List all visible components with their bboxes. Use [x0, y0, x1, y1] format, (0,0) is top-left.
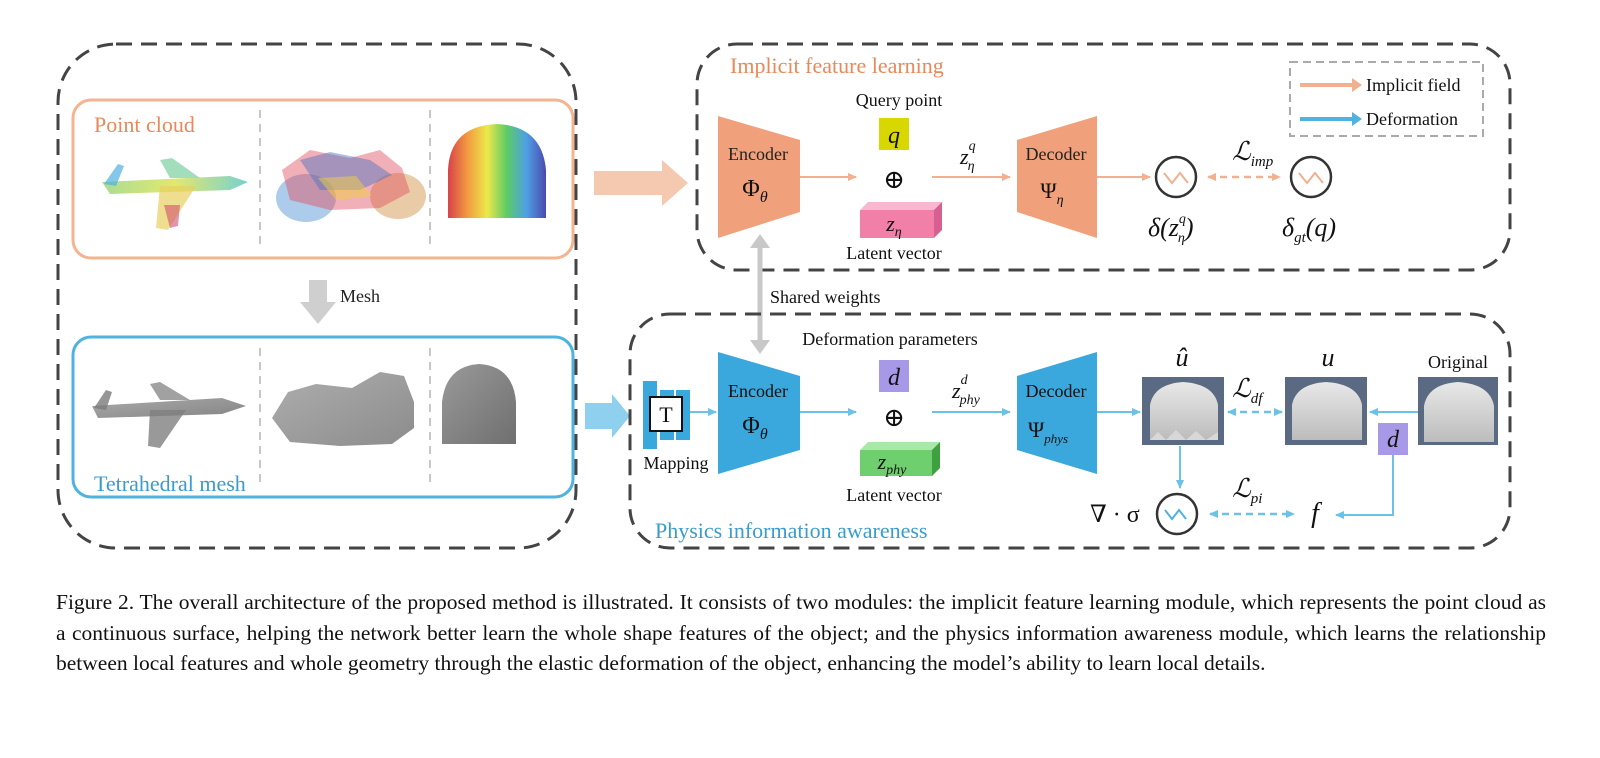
physics-latent-label: Latent vector: [846, 485, 941, 505]
concat-operator: ⊕: [883, 165, 905, 194]
mesh-arrow: [300, 280, 336, 324]
point-cloud-to-implicit-arrow: [594, 160, 688, 206]
motorbike-point-cloud: [276, 150, 426, 222]
u-hat-render: [1142, 377, 1224, 445]
figure-caption: Figure 2. The overall architecture of th…: [56, 590, 1546, 675]
u-render: [1285, 377, 1367, 445]
implicit-module-title: Implicit feature learning: [730, 53, 944, 78]
deformation-params-label: Deformation parameters: [802, 329, 977, 349]
tetrahedral-mesh-box: [71, 335, 575, 499]
gt-symbol: δgt(q): [1282, 213, 1336, 246]
legend-deformation-label: Deformation: [1366, 109, 1458, 129]
physics-decoder-label: Decoder: [1026, 381, 1087, 401]
u-hat-symbol: û: [1176, 343, 1189, 372]
physics-encoder: [718, 352, 800, 474]
point-cloud-label: Point cloud: [94, 112, 195, 137]
dome-point-cloud: [448, 124, 546, 218]
legend: [1289, 61, 1484, 137]
implicit-encoder-label: Encoder: [728, 144, 788, 164]
implicit-latent-label: Latent vector: [846, 243, 941, 263]
physics-concat-operator: ⊕: [883, 403, 905, 432]
architecture-diagram: Point cloud Mesh Tetrahedral mesh: [56, 42, 1512, 550]
loss-pi-symbol: ℒpi: [1232, 474, 1262, 507]
physics-module-title: Physics information awareness: [655, 518, 928, 543]
mapping-t-symbol: T: [659, 402, 673, 427]
dome-mesh: [442, 364, 516, 444]
z-phy-box: [860, 442, 940, 476]
query-point-label: Query point: [856, 90, 942, 110]
arrow-head: [750, 234, 770, 248]
arrow: [1335, 455, 1394, 519]
original-d-box: [1378, 423, 1408, 455]
implicit-encoder: [718, 116, 800, 238]
legend-arrow-head: [1352, 112, 1362, 126]
point-cloud-box: [71, 98, 575, 260]
implicit-decoder-label: Decoder: [1026, 144, 1087, 164]
q-symbol: q: [888, 123, 900, 149]
airplane-point-cloud: [102, 158, 248, 230]
tetrahedral-mesh-label: Tetrahedral mesh: [94, 471, 246, 496]
shared-weights-label: Shared weights: [770, 287, 880, 307]
original-render: [1418, 377, 1498, 445]
mesh-to-physics-arrow: [585, 394, 630, 438]
div-sigma-node: [1155, 492, 1199, 536]
f-symbol: f: [1311, 498, 1322, 529]
physics-module-border: [628, 312, 1512, 550]
physics-decoder: [1017, 352, 1097, 474]
d-symbol: d: [888, 365, 901, 391]
airplane-mesh: [92, 382, 246, 448]
mapping-block: [643, 381, 690, 449]
div-sigma-symbol: ∇ · σ: [1090, 502, 1140, 528]
q-box: [879, 118, 909, 150]
loss-imp-symbol: ℒimp: [1232, 137, 1274, 170]
z-eta-box: [860, 202, 942, 238]
physics-encoder-label: Encoder: [728, 381, 788, 401]
loss-df-symbol: ℒdf: [1232, 374, 1264, 407]
implicit-gt-node: [1289, 155, 1333, 199]
legend-arrow-head: [1352, 78, 1362, 92]
legend-implicit-label: Implicit field: [1366, 75, 1460, 95]
u-symbol: u: [1322, 343, 1335, 372]
mapping-label: Mapping: [644, 453, 709, 473]
implicit-pred-node: [1154, 155, 1198, 199]
motorbike-mesh: [272, 372, 414, 446]
original-label: Original: [1428, 352, 1488, 372]
original-d-symbol: d: [1387, 427, 1400, 453]
left-panel-border: [56, 42, 578, 550]
implicit-decoder: [1017, 116, 1097, 238]
arrow-head: [750, 340, 770, 354]
d-box: [879, 360, 909, 392]
mesh-arrow-label: Mesh: [340, 286, 380, 306]
